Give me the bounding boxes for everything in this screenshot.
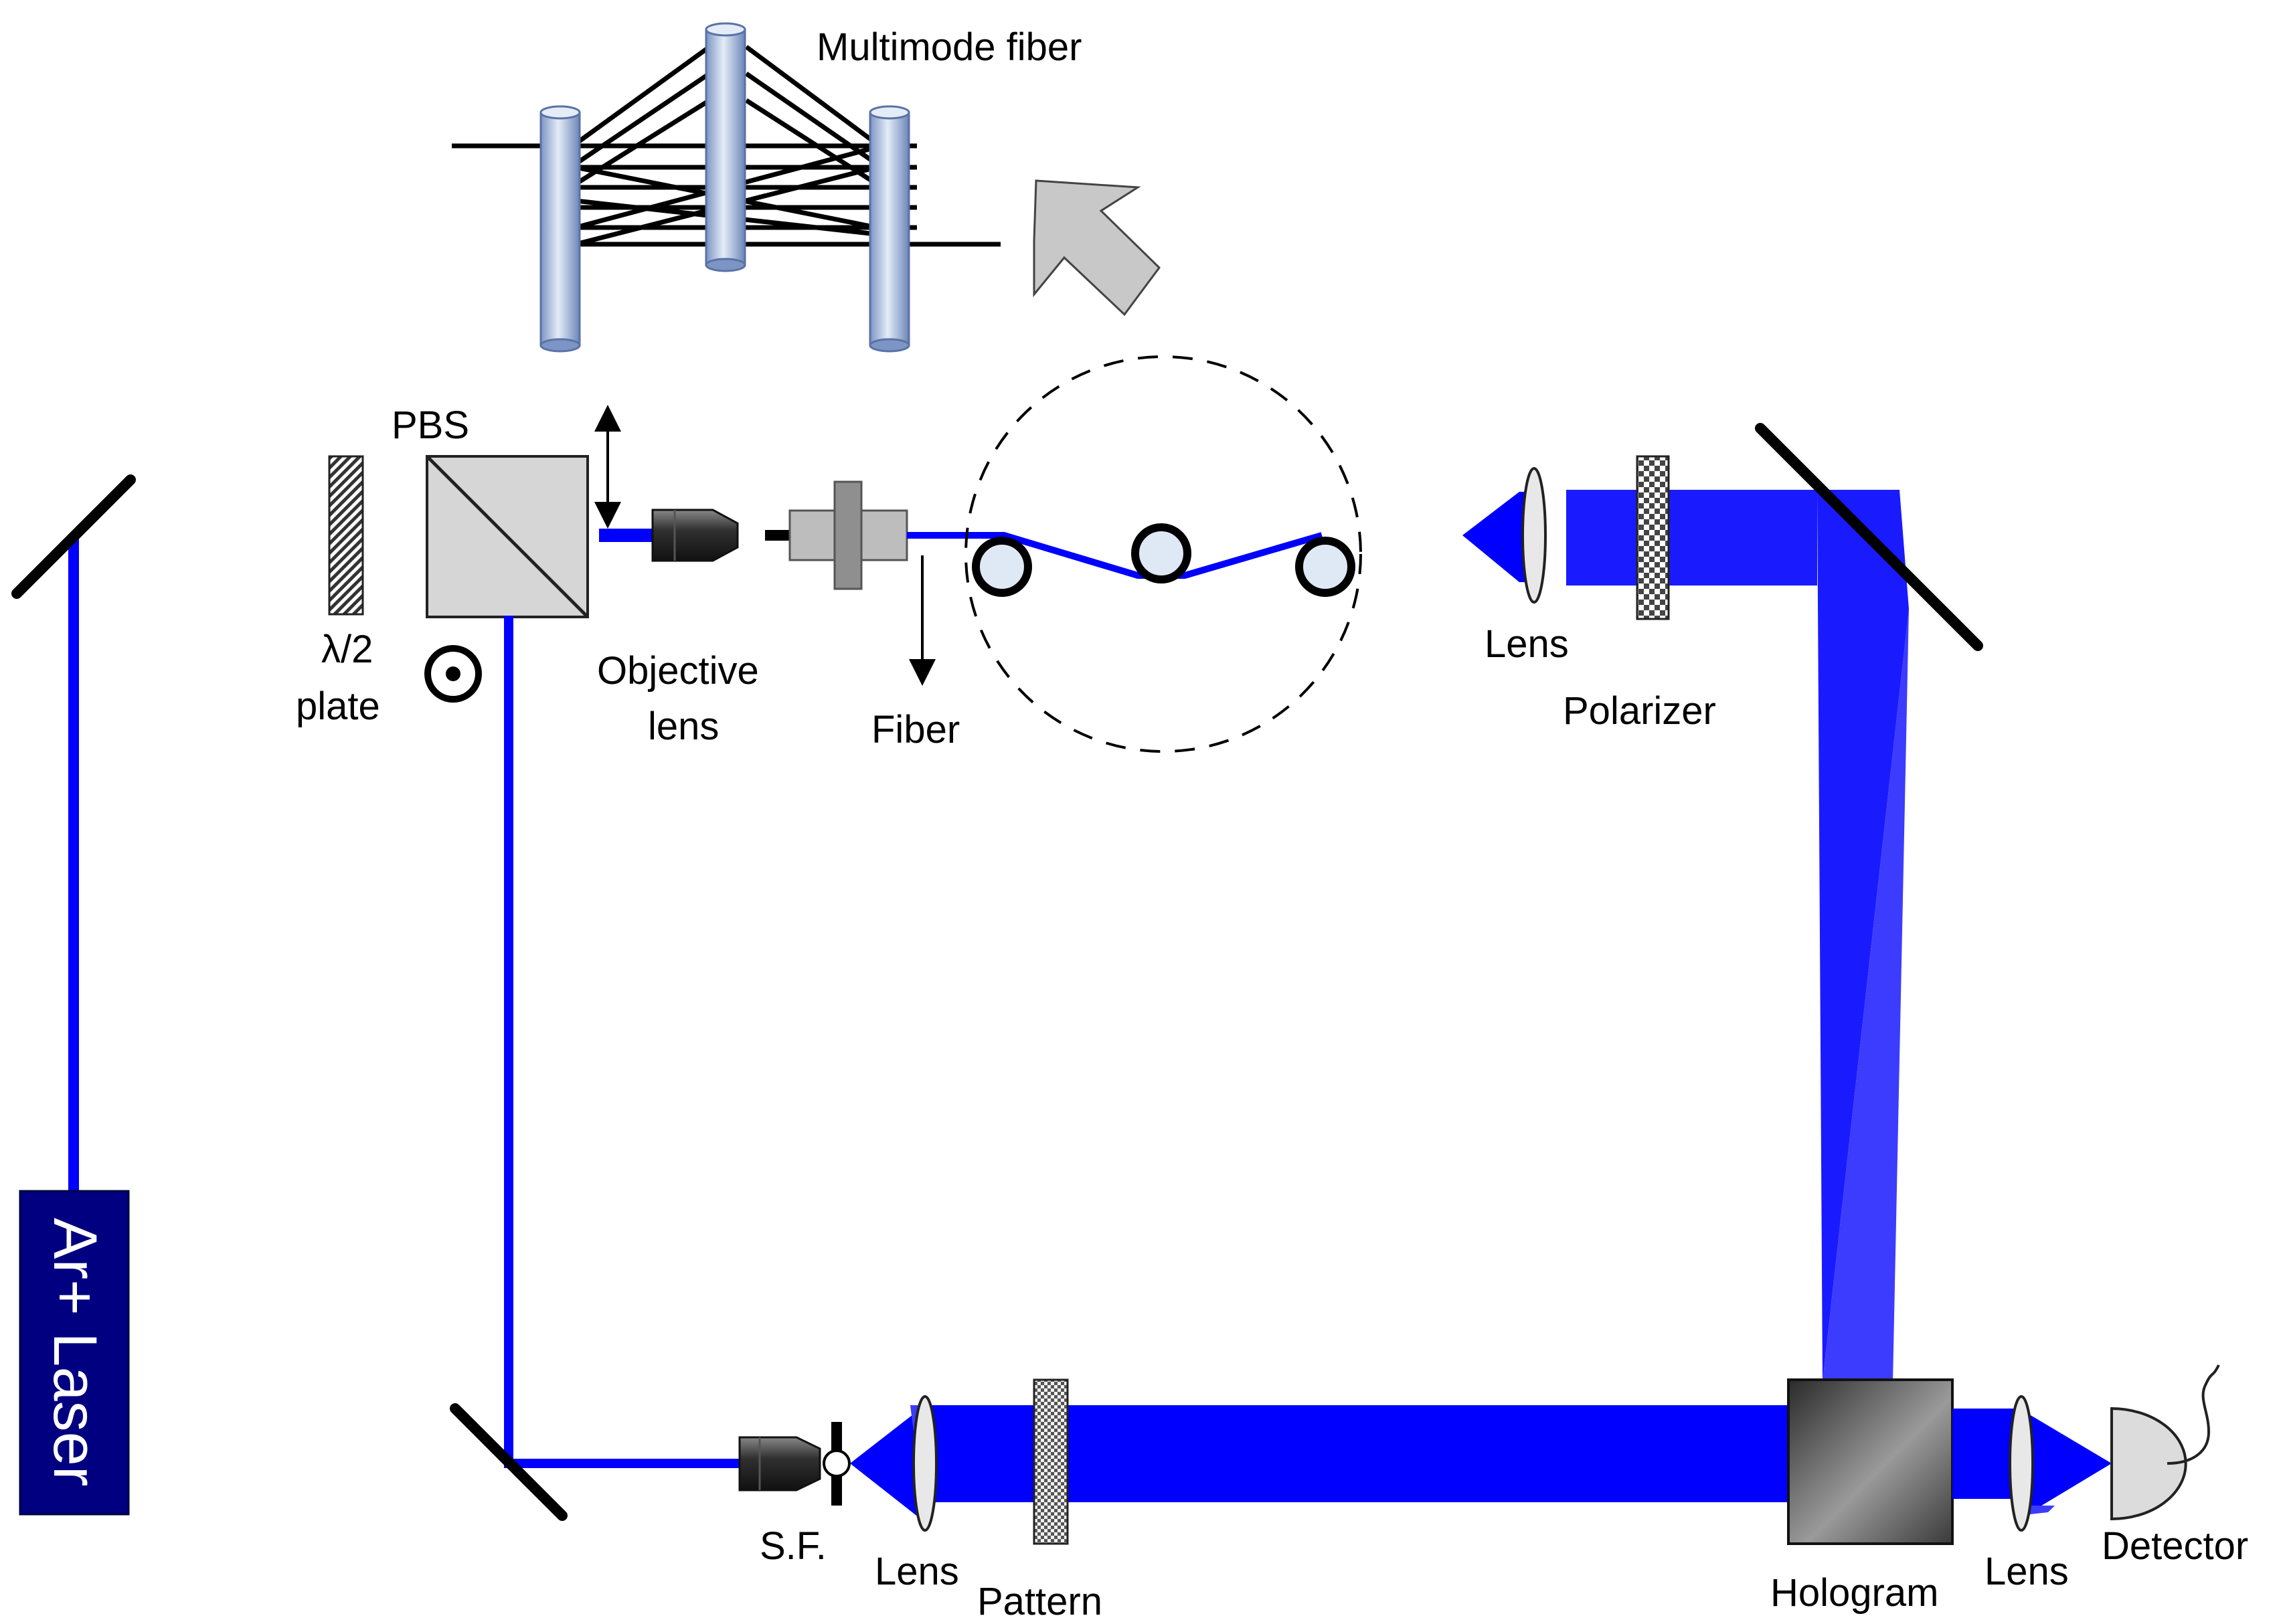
fiber-coupler (788, 480, 908, 590)
polarization-out-of-plane-icon (424, 645, 482, 703)
beam-diverging-bottom (850, 1405, 925, 1522)
objective-lens-bottom (738, 1436, 821, 1492)
fiber-roller-1 (972, 537, 1032, 597)
spatial-filter-pinhole (823, 1422, 851, 1506)
fiber-label: Fiber (871, 708, 960, 751)
beam-hologram-to-lens (1952, 1409, 2019, 1499)
pbs-label: PBS (392, 403, 469, 447)
objective-lens-label-line1: Objective (597, 649, 759, 693)
half-wave-plate-label-line2: plate (296, 685, 380, 728)
lens-top-label: Lens (1485, 622, 1569, 666)
lens-bottom-right-label: Lens (1985, 1550, 2069, 1593)
fiber-roller-3 (1295, 537, 1355, 597)
beam-reference-wide (1566, 490, 1909, 1382)
pbs-cube (426, 455, 589, 618)
pattern-mask (1033, 1378, 1069, 1545)
half-wave-plate (328, 455, 364, 616)
polarizer (1636, 455, 1670, 620)
objective-lens-label-line2: lens (648, 705, 719, 748)
fiber-path (907, 532, 1323, 579)
fiber-rod-left (539, 105, 581, 353)
lens-bottom-left-label: Lens (875, 1550, 959, 1593)
fiber-roller-2 (1131, 523, 1191, 583)
hologram (1787, 1378, 1954, 1545)
pattern-label: Pattern (977, 1580, 1102, 1623)
multimode-fiber-label: Multimode fiber (817, 25, 1082, 69)
fiber-rod-right (869, 105, 910, 353)
lens-top (1521, 467, 1547, 604)
half-wave-plate-label-line1: λ/2 (321, 628, 373, 671)
ar-laser-label: Ar+ Laser (41, 1218, 109, 1486)
mirror-top-left (11, 474, 136, 599)
dashed-inset-circle (964, 355, 1362, 753)
beam-converging-top (1462, 492, 1533, 582)
mirror-top-right (1755, 423, 1983, 651)
callout-arrow-icon (1033, 179, 1161, 317)
detector-label: Detector (2102, 1524, 2248, 1568)
ar-laser: Ar+ Laser (19, 1190, 130, 1516)
fiber-rod-center (705, 22, 746, 272)
detector (2110, 1364, 2220, 1521)
lens-bottom-right (2009, 1395, 2034, 1532)
spatial-filter-label: S.F. (760, 1524, 827, 1568)
mirror-bottom-left (450, 1403, 568, 1521)
beam-lens-to-detector (2019, 1409, 2112, 1519)
lens-bottom-left (912, 1395, 938, 1532)
polarizer-label: Polarizer (1563, 689, 1716, 733)
objective-lens-top (651, 509, 739, 562)
hologram-label: Hologram (1770, 1571, 1938, 1615)
beam-object-wide (925, 1405, 1788, 1502)
multimode-fiber-inset: Multimode fiber (452, 22, 1082, 353)
